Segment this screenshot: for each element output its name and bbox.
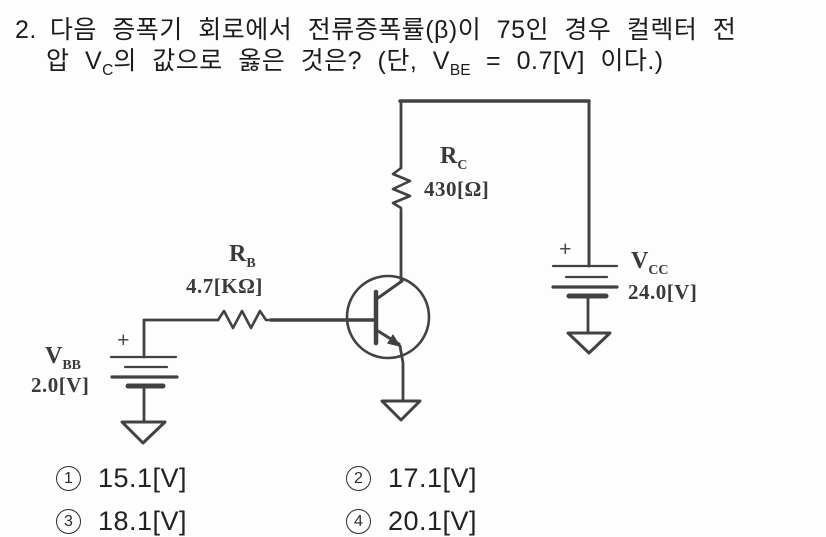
transistor-circle — [345, 274, 431, 360]
question-text-2b: 의 값으로 옳은 것은? (단, V — [113, 47, 450, 75]
option-1-label: 15.1[V] — [98, 463, 188, 493]
answer-option-3[interactable]: 3 18.1[V] — [56, 506, 187, 537]
rc-label-sub: C — [457, 157, 468, 173]
vcc-label: VCC — [631, 248, 668, 279]
vbb-label-sub: BB — [62, 357, 81, 373]
vcc-label-sub: CC — [648, 262, 669, 278]
vbb-label-letter: V — [45, 343, 63, 369]
resistor-rb-symbol — [216, 309, 273, 330]
vbe-subscript: BE — [449, 62, 471, 79]
question-text-2c: = 0.7[V] 이다.) — [470, 47, 664, 75]
question-number: 2. — [15, 16, 37, 44]
rc-value: 430[Ω] — [424, 177, 490, 201]
resistor-rc-symbol — [391, 166, 412, 215]
ground-symbol-vcc — [566, 331, 612, 355]
rb-label: RB — [229, 241, 256, 272]
option-4-circled-number: 4 — [346, 509, 371, 534]
option-4-label: 20.1[V] — [388, 506, 478, 536]
vcc-plus-sign: + — [559, 236, 572, 261]
rb-label-sub: B — [246, 255, 256, 271]
answer-option-1[interactable]: 1 15.1[V] — [56, 463, 187, 494]
vcc-label-letter: V — [631, 248, 649, 274]
transistor-collector-lead — [376, 279, 404, 300]
rb-value: 4.7[KΩ] — [186, 274, 263, 298]
vbb-plus-sign: + — [117, 327, 130, 352]
rc-label-letter: R — [440, 143, 458, 169]
answer-option-2[interactable]: 2 17.1[V] — [346, 463, 477, 494]
answer-option-4[interactable]: 4 20.1[V] — [346, 506, 477, 537]
option-2-circled-number: 2 — [346, 466, 371, 491]
vc-subscript: C — [102, 62, 114, 79]
question-line-1: 2. 다음 증폭기 회로에서 전류증폭률(β)이 75인 경우 컬렉터 전 — [15, 10, 736, 46]
vbb-value: 2.0[V] — [31, 373, 90, 397]
option-1-circled-number: 1 — [56, 466, 81, 491]
option-3-circled-number: 3 — [56, 509, 81, 534]
rb-label-letter: R — [229, 241, 247, 267]
rc-label: RC — [440, 143, 467, 174]
question-text-1: 다음 증폭기 회로에서 전류증폭률(β)이 75인 경우 컬렉터 전 — [49, 16, 737, 44]
ground-symbol-emitter — [380, 399, 422, 422]
ground-symbol-vbb — [120, 420, 167, 445]
question-text-2a: 압 V — [46, 47, 103, 75]
option-3-label: 18.1[V] — [98, 506, 188, 536]
question-line-2: 압 VC의 값으로 옳은 것은? (단, VBE = 0.7[V] 이다.) — [46, 41, 664, 80]
emitter-arrow-icon — [387, 334, 401, 347]
wire-emitter — [398, 344, 405, 403]
vbb-label: VBB — [45, 343, 81, 374]
vcc-value: 24.0[V] — [628, 280, 698, 304]
option-2-label: 17.1[V] — [388, 463, 478, 493]
